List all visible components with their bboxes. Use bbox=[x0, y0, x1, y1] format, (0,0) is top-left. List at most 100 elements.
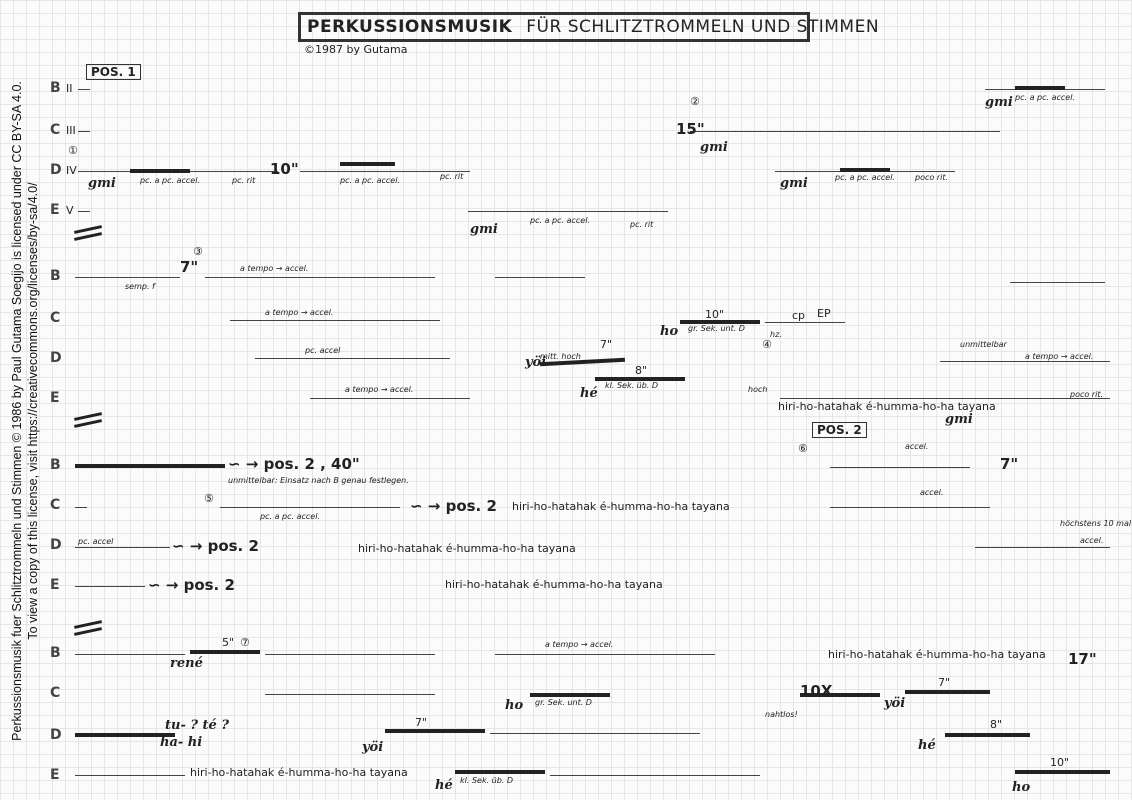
staff-line bbox=[1010, 282, 1105, 283]
copyright: ©1987 by Gutama bbox=[304, 43, 408, 56]
tempo-mark: unmittelbar bbox=[960, 340, 1007, 349]
staff-label-b: B bbox=[50, 268, 61, 284]
staff-line bbox=[75, 507, 87, 508]
ep-mark: EP bbox=[817, 307, 831, 320]
hz-mark: hz. bbox=[770, 330, 782, 339]
duration-mark: 15" bbox=[676, 120, 705, 138]
staff-line bbox=[78, 211, 90, 212]
license-line-1: Perkussionsmusik fuer Schlitztrommeln un… bbox=[10, 81, 24, 741]
tempo-mark: a tempo → accel. bbox=[345, 385, 414, 394]
gmi-mark: gmi bbox=[88, 176, 116, 191]
repeat-count: 10X bbox=[800, 682, 833, 700]
pos2-transition: ∽ → pos. 2 bbox=[410, 497, 497, 515]
staff-line bbox=[495, 277, 585, 278]
voice-yoi: yöi bbox=[884, 696, 906, 711]
voice-yoi: yöi bbox=[525, 355, 547, 370]
staff-line bbox=[765, 322, 845, 323]
staff-line bbox=[230, 320, 440, 321]
staff-label-e: E bbox=[50, 202, 60, 218]
license-line-2: To view a copy of this license, visit ht… bbox=[26, 182, 40, 640]
staff-line bbox=[265, 654, 435, 655]
sustain-bar bbox=[530, 693, 610, 697]
duration-mark: 10" bbox=[705, 308, 725, 321]
staff-line bbox=[75, 775, 185, 776]
section-5-marker: ⑤ bbox=[204, 492, 214, 505]
staff-label-e: E bbox=[50, 767, 60, 783]
gmi-mark: gmi bbox=[700, 140, 728, 155]
staff-label-e: E bbox=[50, 577, 60, 593]
sustain-bar bbox=[1015, 770, 1110, 774]
duration-mark: 8" bbox=[635, 364, 648, 377]
tempo-mark: pc. rit bbox=[630, 220, 654, 229]
staff-label-c: C bbox=[50, 122, 61, 138]
staff-label-c: C bbox=[50, 497, 61, 513]
sustain-bar bbox=[800, 693, 880, 697]
tempo-mark: a tempo → accel. bbox=[1025, 352, 1094, 361]
voice-ho: ho bbox=[1012, 780, 1031, 795]
tempo-mark: a tempo → accel. bbox=[265, 308, 334, 317]
duration-mark: 7" bbox=[938, 676, 951, 689]
staff-line bbox=[690, 131, 1000, 132]
staff-label-d: D bbox=[50, 350, 62, 366]
sustain-bar bbox=[680, 320, 760, 324]
voice-mark: kl. Sek. üb. D bbox=[460, 776, 514, 785]
staff-line bbox=[495, 654, 715, 655]
staff-line bbox=[975, 547, 1110, 548]
sustain-bar bbox=[1015, 86, 1065, 90]
tempo-mark: pc. rit bbox=[232, 176, 256, 185]
staff-line bbox=[78, 131, 90, 132]
voice-mark: mitt. hoch bbox=[540, 352, 581, 361]
instruction-text: höchstens 10 mal! bbox=[1060, 519, 1132, 528]
sustain-bar bbox=[595, 377, 685, 381]
staff-line bbox=[490, 733, 700, 734]
duration-mark: 7" bbox=[600, 338, 613, 351]
staff-line bbox=[830, 467, 970, 468]
tempo-mark: poco rit. bbox=[915, 173, 948, 182]
tempo-mark: accel. bbox=[920, 488, 944, 497]
tempo-mark: a tempo → accel. bbox=[240, 264, 309, 273]
section-4-marker: ④ bbox=[762, 338, 772, 351]
tempo-mark: pc. a pc. accel. bbox=[260, 512, 320, 521]
tempo-mark: pc. accel bbox=[78, 537, 114, 546]
roman-iv: IV bbox=[66, 164, 77, 177]
gmi-mark: gmi bbox=[780, 176, 808, 191]
voice-rene: rené bbox=[170, 656, 203, 671]
voice-tute: tu- ? té ? bbox=[165, 718, 229, 733]
voice-text: hiri-ho-hatahak é-humma-ho-ha tayana bbox=[358, 542, 576, 555]
staff-line bbox=[550, 775, 760, 776]
duration-mark: 10" bbox=[270, 160, 299, 178]
staff-line bbox=[830, 507, 990, 508]
voice-he: hé bbox=[435, 778, 453, 793]
tempo-mark: pc. a pc. accel. bbox=[340, 176, 400, 185]
section-6-marker: ⑥ bbox=[798, 442, 808, 455]
license-text: Perkussionsmusik fuer Schlitztrommeln un… bbox=[9, 31, 41, 791]
voice-he: hé bbox=[580, 386, 598, 401]
voice-text: hiri-ho-hatahak é-humma-ho-ha tayana bbox=[778, 400, 996, 413]
instruction-text: nahtlos! bbox=[765, 710, 798, 719]
voice-ho: ho bbox=[660, 324, 679, 339]
tempo-mark: poco rit. bbox=[1070, 390, 1103, 399]
tempo-mark: pc. a pc. accel. bbox=[1015, 93, 1075, 102]
voice-mark: kl. Sek. üb. D bbox=[605, 381, 659, 390]
cp-mark: cp bbox=[792, 309, 806, 322]
staff-line bbox=[300, 171, 470, 172]
staff-label-b: B bbox=[50, 645, 61, 661]
gmi-mark: gmi bbox=[470, 222, 498, 237]
instruction-text: unmittelbar: Einsatz nach B genau festle… bbox=[228, 476, 409, 485]
tempo-mark: pc. a pc. accel. bbox=[530, 216, 590, 225]
pos2-transition: ∽ → pos. 2 bbox=[148, 576, 235, 594]
staff-line bbox=[220, 507, 400, 508]
title-rest: FÜR SCHLITZTROMMELN UND STIMMEN bbox=[526, 17, 880, 37]
sustain-bar bbox=[945, 733, 1030, 737]
staff-line bbox=[255, 358, 450, 359]
staff-line bbox=[75, 277, 180, 278]
sustain-bar bbox=[385, 729, 485, 733]
section-2-marker: ② bbox=[690, 95, 700, 108]
voice-text: hiri-ho-hatahak é-humma-ho-ha tayana bbox=[190, 766, 408, 779]
voice-text: hiri-ho-hatahak é-humma-ho-ha tayana bbox=[828, 648, 1046, 661]
tempo-mark: pc. accel bbox=[305, 346, 341, 355]
title-bold: PERKUSSIONSMUSIK bbox=[307, 17, 513, 37]
staff-label-c: C bbox=[50, 685, 61, 701]
voice-mark: gr. Sek. unt. D bbox=[535, 698, 592, 707]
gmi-mark: gmi bbox=[945, 412, 973, 427]
